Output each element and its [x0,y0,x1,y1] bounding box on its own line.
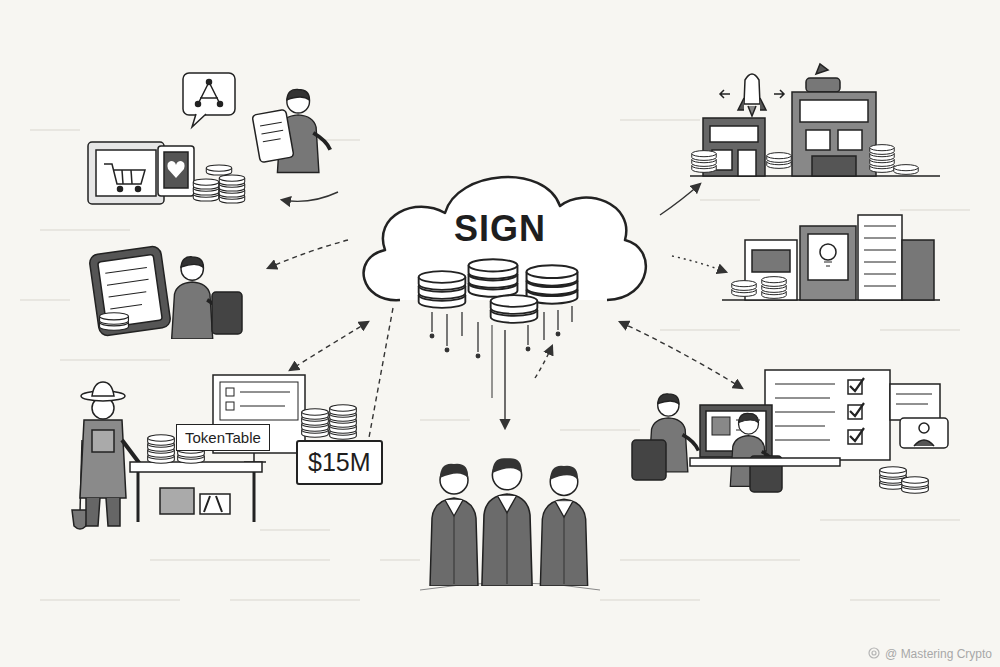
people-group [420,458,600,590]
cloud-node: SIGN [345,158,655,308]
node-text: $15M [308,448,371,477]
node-text: TokenTable [185,429,261,446]
node-text: SIGN [345,208,655,250]
tablet-scene [89,245,242,339]
amount-box: $15M [296,440,383,485]
screen-label: TokenTable [176,424,270,451]
watermark: @ Mastering Crypto [885,647,992,661]
cloud-coins [419,259,578,323]
office-scene [632,370,948,493]
shop-scene [88,73,330,204]
dashed-connector [369,308,393,440]
ground-texture [20,120,970,600]
watermark-logo [869,648,879,658]
flow-arrows [268,184,742,428]
city-scene [722,215,940,300]
launch-scene [690,64,940,176]
